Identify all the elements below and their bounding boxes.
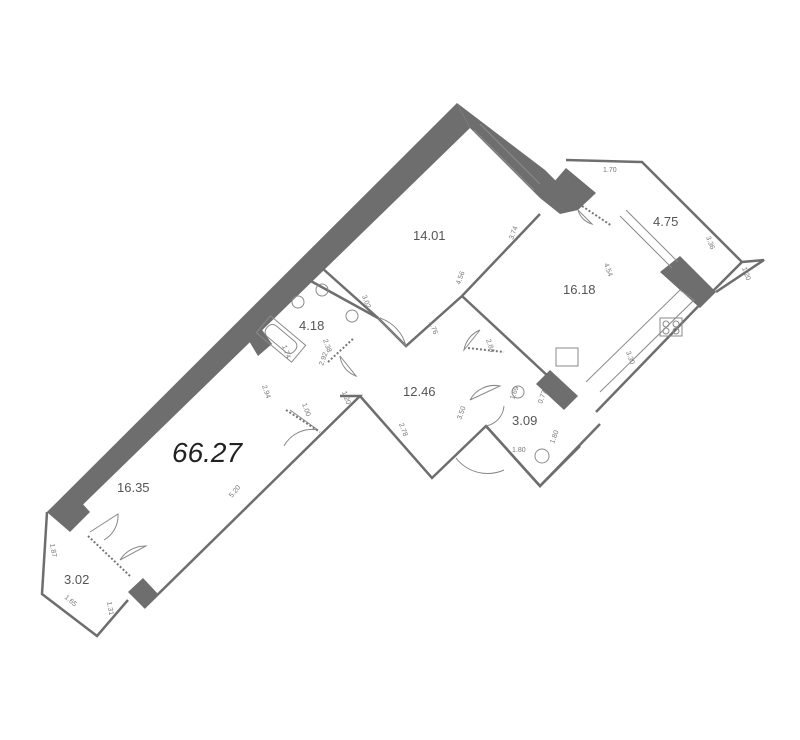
room-area-bedroom: 14.01 — [413, 228, 446, 243]
dim-label: 1.70 — [603, 167, 617, 174]
door-hall — [469, 385, 502, 401]
wall-living-bottom — [143, 394, 364, 609]
dim-label: 1.00 — [300, 402, 311, 417]
threshold-kitchen — [467, 347, 505, 353]
dim-label: 1.20 — [340, 390, 351, 405]
dim-label: 1.74 — [280, 344, 291, 359]
dim-label: 1.65 — [63, 594, 78, 608]
kitchen-counter — [585, 289, 695, 393]
door-entrance — [455, 457, 505, 474]
dim-label: 2.38 — [321, 338, 332, 353]
dim-label: 4.56 — [455, 270, 466, 285]
door-bath — [339, 355, 358, 378]
room-area-wc: 3.09 — [512, 413, 537, 428]
window-bedroom — [473, 129, 535, 191]
window-bedroom-inner — [479, 123, 541, 185]
door-bedroom — [377, 317, 407, 348]
dim-label: 1.76 — [427, 320, 438, 335]
wall-block-living-bottom — [128, 578, 158, 608]
toilet-wc — [534, 448, 550, 464]
wall-block-right — [660, 256, 716, 308]
sink-bath-2 — [345, 309, 359, 323]
dim-label: 3.36 — [704, 235, 715, 250]
dim-label: 1.20 — [740, 266, 751, 281]
dim-label: 2.84 — [484, 338, 495, 353]
kitchen-sink — [555, 347, 579, 367]
threshold-balcony-left — [87, 535, 131, 577]
room-area-balcony-left: 3.02 — [64, 572, 89, 587]
dim-label: 0.77 — [537, 389, 548, 404]
window-kitchen — [619, 215, 673, 269]
wall-block-wc — [536, 370, 578, 410]
bathtub — [255, 315, 307, 363]
threshold-balcony-right — [581, 205, 613, 227]
threshold-bath — [327, 337, 355, 363]
wall-kitchen-partition — [461, 295, 551, 379]
threshold-living — [285, 409, 321, 433]
dim-label: 4.54 — [602, 262, 613, 277]
wall-wc — [485, 425, 581, 488]
toilet-bath — [315, 283, 329, 297]
burner-1 — [662, 320, 670, 328]
dim-label: 2.78 — [397, 422, 408, 437]
room-area-kitchen: 16.18 — [563, 282, 596, 297]
room-area-living: 16.35 — [117, 480, 150, 495]
door-kitchen — [463, 329, 481, 352]
wall-bath-right — [257, 272, 379, 325]
window-kitchen-inner — [625, 209, 679, 263]
wall-balcony-right — [565, 158, 743, 263]
dim-label: 1.69 — [509, 385, 520, 400]
burner-2 — [672, 320, 680, 328]
dim-label: 3.02 — [360, 294, 371, 309]
dim-label: 1.80 — [512, 447, 526, 454]
burner-4 — [672, 327, 680, 335]
wall-balcony-left — [40, 511, 129, 638]
wall-block-kitchen-corner — [540, 168, 596, 214]
room-area-balcony-right: 4.75 — [653, 214, 678, 229]
dim-label: 5.20 — [228, 484, 242, 499]
outer-wall-top — [457, 103, 560, 198]
dim-label: 2.92 — [318, 351, 329, 366]
wall-block-bath — [246, 324, 272, 356]
total-area: 66.27 — [172, 437, 243, 468]
dim-label: 1.80 — [549, 429, 560, 444]
stove-icon — [659, 317, 683, 337]
room-area-bathroom: 4.18 — [299, 318, 324, 333]
sink-bath — [291, 295, 305, 309]
door-balcony-right — [577, 209, 594, 225]
sink-wc — [511, 385, 525, 399]
dim-label: 1.31 — [105, 601, 114, 616]
dim-label: 3.50 — [456, 405, 467, 420]
dim-label: 3.30 — [624, 350, 635, 365]
dim-label: 2.94 — [260, 384, 271, 399]
dim-label: 3.74 — [508, 225, 519, 240]
room-area-hall: 12.46 — [403, 384, 436, 399]
door-balcony-left — [89, 513, 148, 561]
dim-label: 1.87 — [48, 543, 57, 558]
outer-wall-main — [47, 103, 470, 525]
wall-block-left-bottom — [47, 490, 90, 532]
door-wc — [485, 405, 505, 427]
bathtub-inner — [264, 324, 298, 354]
